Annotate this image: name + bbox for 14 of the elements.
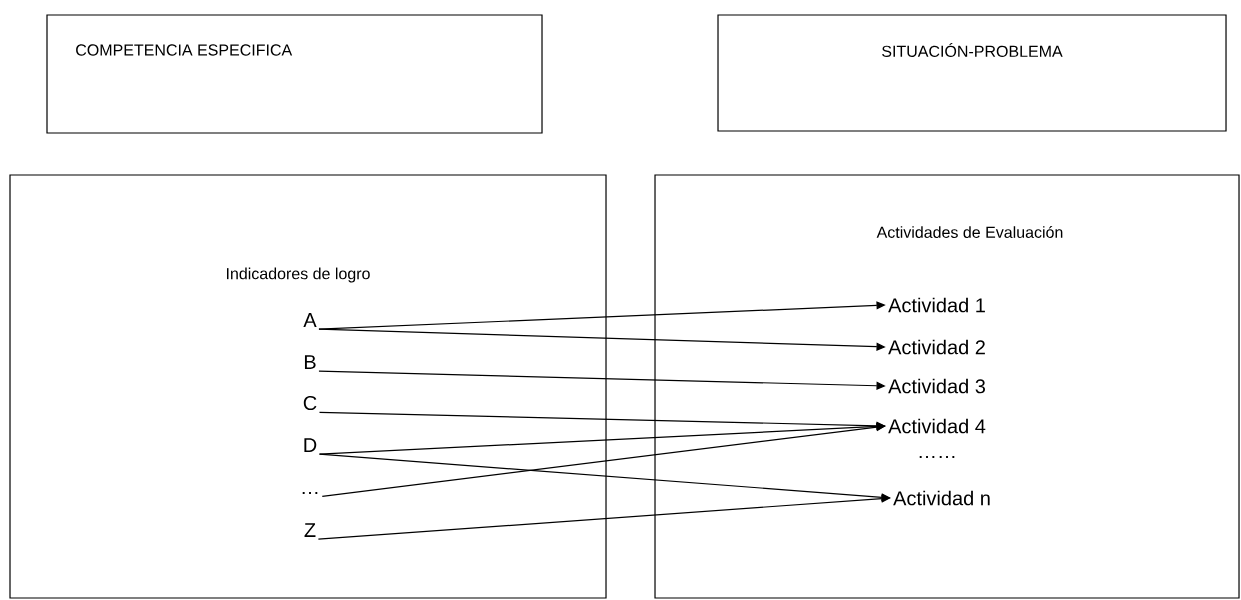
title-box: COMPETENCIA ESPECIFICA xyxy=(46,14,543,134)
item-label: C xyxy=(303,395,317,411)
item-label: Z xyxy=(304,523,316,537)
item-label: Actividad 4 xyxy=(888,418,986,434)
item-label: Actividad 2 xyxy=(888,339,985,355)
item-label: A xyxy=(303,313,317,327)
item-label: Actividad n xyxy=(893,490,990,506)
item-label: B xyxy=(304,355,316,369)
title-box: SITUACIÓN-PROBLEMA xyxy=(717,14,1227,132)
item-label: …… xyxy=(919,455,955,459)
item-label: D xyxy=(304,438,317,452)
item-label: Actividad 1 xyxy=(888,297,985,313)
item-label: … xyxy=(302,491,318,495)
item-label: Actividad 3 xyxy=(888,378,985,394)
